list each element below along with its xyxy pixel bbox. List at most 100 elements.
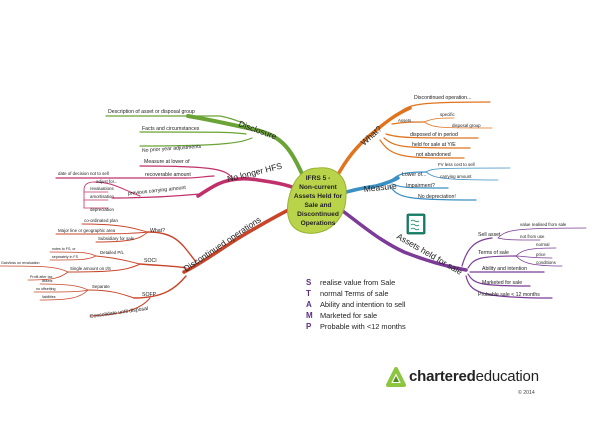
center-line-6: Operations (301, 220, 336, 227)
ahfs-terms-normal: normal (536, 242, 549, 247)
ahfs-value-line (497, 227, 587, 239)
stamp-mnemonic: S realise value from Sale T normal Terms… (306, 278, 406, 331)
stamp-letter-s: S (306, 278, 312, 287)
what-item-2-line (383, 137, 471, 149)
stamp-text-a: Ability and intention to sell (320, 300, 406, 309)
disc-single-amount: Single amount on I/S (70, 266, 111, 271)
disc-consolidate: Consolidate until disposal (89, 306, 148, 320)
stamp-text-m: Marketed for sale (320, 311, 377, 320)
what-item-2: held for sale at Y/E (412, 142, 456, 148)
no-longer-adjust-for: adjust for... (96, 179, 117, 184)
ahfs-terms-of-sale: Terms of sale (478, 250, 509, 256)
ahfs-terms-price: price (536, 252, 546, 257)
measure-carrying: carrying amount (440, 174, 472, 179)
center-line-4: Sale and (304, 202, 331, 209)
center-node: IFRS 5 - Non-current Assets Held for Sal… (287, 167, 347, 234)
disc-consolidate-line (89, 297, 151, 317)
brand-block: charterededucation © 2014 (385, 366, 575, 406)
no-longer-date-decision: date of decision not to sell (58, 171, 109, 176)
disc-separate: Separate (92, 284, 110, 289)
disclosure-item-1: Description of asset or disposal group (108, 109, 195, 115)
disc-notes-line (49, 251, 97, 257)
disc-what-item-2: Major line or geographic area (58, 228, 116, 233)
what-discontinued-line (399, 101, 491, 113)
discontinued-main-line (182, 202, 302, 274)
brand-logo-icon (386, 367, 406, 387)
ahfs-terms-line (467, 255, 517, 269)
measure-fv: FV less cost to sell (438, 162, 475, 167)
center-line-2: Non-current (299, 184, 338, 191)
measure-lower-line (391, 171, 427, 181)
what-discontinued-op: Discontinued operation... (414, 95, 471, 101)
disc-sofp-label: SOFP (142, 292, 157, 298)
ahfs-not-from-use-line (497, 237, 541, 241)
ahfs-normal-line (515, 247, 557, 257)
branch-measure (338, 167, 511, 201)
disc-detailed-item-2: separately in FS (52, 255, 79, 259)
stamp-letter-p: P (306, 322, 312, 331)
no-longer-line-adjust-branch (83, 181, 95, 209)
stamp-letter-a: A (306, 300, 312, 309)
measure-lower-of: Lower of... (402, 172, 426, 178)
measure-no-dep: No depreciation! (418, 194, 456, 200)
what-item-1: disposed of in period (410, 132, 458, 138)
disc-profit-line (27, 271, 69, 281)
disclosure-label: Disclosure (237, 118, 278, 141)
measure-main-line (338, 176, 400, 196)
ahfs-sell-line (461, 237, 493, 267)
what-specific-line (423, 117, 455, 123)
stamp-text-s: realise value from Sale (320, 278, 395, 287)
what-assets: Assets... (398, 118, 415, 123)
disclosure-line-3 (139, 137, 253, 147)
disc-separate-line (87, 289, 135, 299)
ahfs-main-line (334, 204, 468, 272)
brand-name-bold: chartered (409, 368, 476, 385)
document-icon (406, 213, 426, 235)
what-disposal-group: disposal group (452, 123, 481, 128)
what-main-line (334, 106, 412, 180)
stamp-text-t: normal Terms of sale (320, 289, 388, 298)
disclosure-line-2 (139, 131, 247, 135)
disc-separate-item-2: no offsetting (36, 287, 56, 291)
ahfs-item-3-line (465, 275, 553, 299)
no-longer-line-adjust (93, 181, 141, 197)
ahfs-item-1: Ability and intention (482, 266, 527, 272)
disclosure-item-2: Facts and circumstances (142, 126, 200, 132)
branch-what (334, 101, 493, 180)
no-longer-revaluations: revaluations (90, 186, 114, 191)
center-blob (287, 167, 347, 234)
disc-separately-line (49, 255, 97, 261)
disc-coordinated-line (81, 223, 149, 233)
disc-separate-item-1: assets (42, 279, 53, 283)
ahfs-item-3: Probable sale < 12 months (478, 292, 540, 298)
disc-what-item-1: co-ordinated plan (84, 218, 118, 223)
disc-detailed-pl: Detailed P/L (100, 250, 124, 255)
disc-what-item-3: Subsidiary for sale (98, 236, 135, 241)
measure-fv-line (425, 167, 511, 173)
disc-separate-item-3: liabilities (42, 295, 56, 299)
disc-soci-line (139, 263, 187, 269)
disc-liabilities-line (39, 289, 89, 301)
disc-profit-after-tax: Profit after tax (30, 275, 53, 279)
disc-detailed-line (95, 255, 141, 265)
no-longer-line-lower (139, 165, 233, 179)
disc-assets-line (39, 283, 89, 291)
what-assets-line (391, 121, 425, 125)
branch-ahfs (334, 204, 587, 299)
branch-discontinued (0, 202, 302, 317)
center-line-3: Assets Held for (294, 193, 343, 200)
disc-what-label: What? (150, 228, 165, 234)
ahfs-not-from-use: not from use (520, 234, 545, 239)
branch-disclosure (105, 114, 306, 180)
disc-single-line (67, 263, 141, 273)
brand-name-light: education (475, 368, 539, 385)
no-longer-line-previous (111, 193, 201, 199)
disc-subsidiary-line (95, 231, 149, 243)
disc-soci-label: SOCI (144, 258, 157, 264)
what-item-3-line (379, 139, 465, 159)
measure-no-dep-line (389, 185, 477, 201)
what-specific: specific (440, 112, 455, 117)
what-disposal-line (423, 121, 493, 129)
